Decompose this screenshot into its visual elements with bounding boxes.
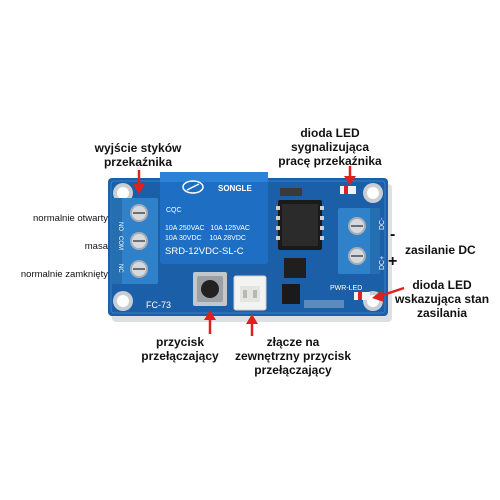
mounting-holes xyxy=(113,183,383,311)
relay-terminal-block xyxy=(112,198,158,284)
pwr-led-label: PWR-LED xyxy=(330,285,362,292)
label-toggle-button: przycisk przełączający xyxy=(141,335,219,363)
relay-cert-text: CQC xyxy=(166,207,182,214)
annotation-arrows xyxy=(133,166,405,336)
relay-rating-line-2: 10A 30VDC 10A 28VDC xyxy=(165,235,246,242)
terminal-no-label: NO xyxy=(117,222,123,231)
label-external-connector: złącze na zewnętrzny przycisk przełączaj… xyxy=(234,335,352,377)
label-ground: masa xyxy=(84,241,108,252)
terminal-nc-label: NC xyxy=(117,264,123,273)
relay xyxy=(160,172,268,264)
label-relay-led: dioda LED sygnalizująca pracę przekaźnik… xyxy=(278,126,382,168)
ic-chip xyxy=(276,188,344,308)
relay-model-text: SRD-12VDC-SL-C xyxy=(165,246,244,257)
arrow-power-led xyxy=(379,286,405,298)
relay-rating-line-1: 10A 250VAC 10A 125VAC xyxy=(165,225,250,232)
dc-minus-label: DC- xyxy=(379,217,386,230)
label-normally-closed: normalnie zamknięty xyxy=(20,269,108,280)
board-model-label: FC-73 xyxy=(146,300,171,310)
relay-led xyxy=(340,186,356,194)
power-led xyxy=(354,292,370,300)
label-dc-supply: zasilanie DC xyxy=(405,243,476,257)
relay-brand-text: SONGLE xyxy=(218,184,252,193)
label-dc-plus-sign: + xyxy=(388,253,398,270)
toggle-push-button xyxy=(193,272,227,306)
label-relay-output: wyjście styków przekaźnika xyxy=(94,141,182,169)
label-dc-minus-sign: - xyxy=(390,226,396,243)
external-button-connector xyxy=(233,275,267,311)
power-terminal-block xyxy=(338,208,380,274)
dc-plus-label: DC+ xyxy=(379,256,386,270)
label-normally-open: normalnie otwarty xyxy=(33,213,108,224)
label-power-led: dioda LED wskazująca stan zasilania xyxy=(394,278,490,320)
terminal-com-label: COM xyxy=(117,236,123,250)
